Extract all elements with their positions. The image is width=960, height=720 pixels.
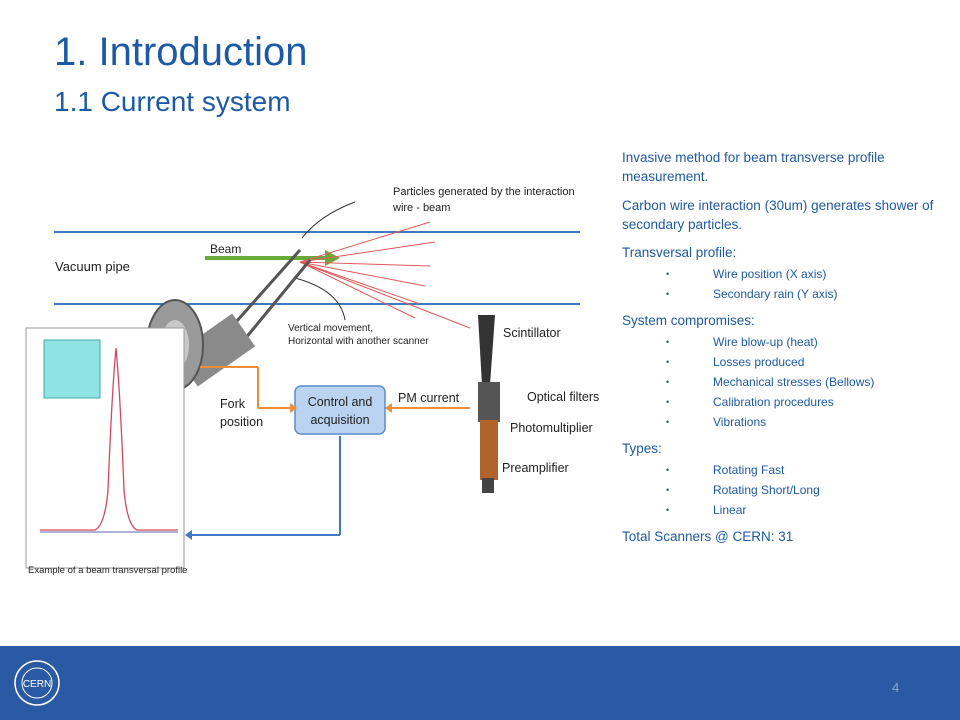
slide-title: 1. Introduction	[54, 30, 308, 74]
bullet-item: Losses produced	[622, 352, 952, 372]
total-scanners: Total Scanners @ CERN: 31	[622, 529, 794, 544]
beam-label: Beam	[210, 242, 241, 256]
orange-arrowhead-1	[290, 403, 297, 413]
bullet-list: Rotating Fast Rotating Short/Long Linear	[622, 460, 952, 520]
vacuum-pipe-label: Vacuum pipe	[55, 259, 130, 274]
scintillator-label: Scintillator	[503, 326, 561, 340]
control-label-2: acquisition	[310, 413, 369, 427]
bullet-item: Wire blow-up (heat)	[622, 332, 952, 352]
feedback-arrow	[190, 436, 341, 536]
bullet-list: Wire position (X axis) Secondary rain (Y…	[622, 264, 952, 304]
control-label-1: Control and	[308, 395, 373, 409]
footer-bar	[0, 646, 960, 720]
section-heading: System compromises:	[622, 313, 755, 328]
bullet-item: Calibration procedures	[622, 392, 952, 412]
particles-label-2: wire - beam	[392, 202, 450, 214]
bullet-item: Wire position (X axis)	[622, 264, 952, 284]
orange-arrows	[200, 366, 470, 409]
profile-inset	[25, 327, 185, 569]
feedback-arrowhead	[185, 530, 192, 540]
bullet-item: Rotating Fast	[622, 460, 952, 480]
fork-label-1: Fork	[220, 397, 246, 411]
movement-label-1: Vertical movement,	[288, 323, 373, 334]
slide-subtitle: 1.1 Current system	[54, 86, 291, 117]
detector-assembly	[478, 315, 500, 493]
section-heading: Transversal profile:	[622, 245, 737, 260]
bullet-list: Wire blow-up (heat) Losses produced Mech…	[622, 332, 952, 432]
description-column: Invasive method for beam transverse prof…	[622, 148, 952, 546]
preamplifier-label: Preamplifier	[502, 461, 569, 475]
logo-text: CERN	[23, 679, 51, 690]
bullet-item: Secondary rain (Y axis)	[622, 284, 952, 304]
control-box	[294, 385, 386, 435]
cern-logo-icon: CERN	[14, 660, 60, 706]
section-heading: Types:	[622, 441, 662, 456]
profile-curve	[40, 347, 178, 531]
bullet-item: Vibrations	[622, 412, 952, 432]
photomultiplier-label: Photomultiplier	[510, 421, 593, 435]
particles-label-1: Particles generated by the interaction	[393, 186, 575, 198]
movement-arc	[294, 277, 346, 321]
wire-scanner-diagram: Particles generated by the interaction w…	[25, 186, 599, 576]
page-number: 4	[892, 680, 900, 695]
particles-pointer	[301, 201, 356, 239]
bullet-item: Rotating Short/Long	[622, 480, 952, 500]
pm-current-label: PM current	[398, 391, 460, 405]
particle-arrows	[299, 221, 471, 329]
carbon-paragraph: Carbon wire interaction (30um) generates…	[622, 198, 934, 232]
bullet-item: Linear	[622, 500, 952, 520]
movement-label-2: Horizontal with another scanner	[288, 336, 429, 347]
profile-caption: Example of a beam transversal profile	[28, 565, 187, 576]
bullet-item: Mechanical stresses (Bellows)	[622, 372, 952, 392]
beam-arrowhead	[325, 250, 340, 266]
optical-filters-label: Optical filters	[527, 390, 599, 404]
intro-paragraph: Invasive method for beam transverse prof…	[622, 150, 885, 184]
orange-arrowhead-2	[385, 403, 392, 413]
fork-label-2: position	[220, 415, 263, 429]
